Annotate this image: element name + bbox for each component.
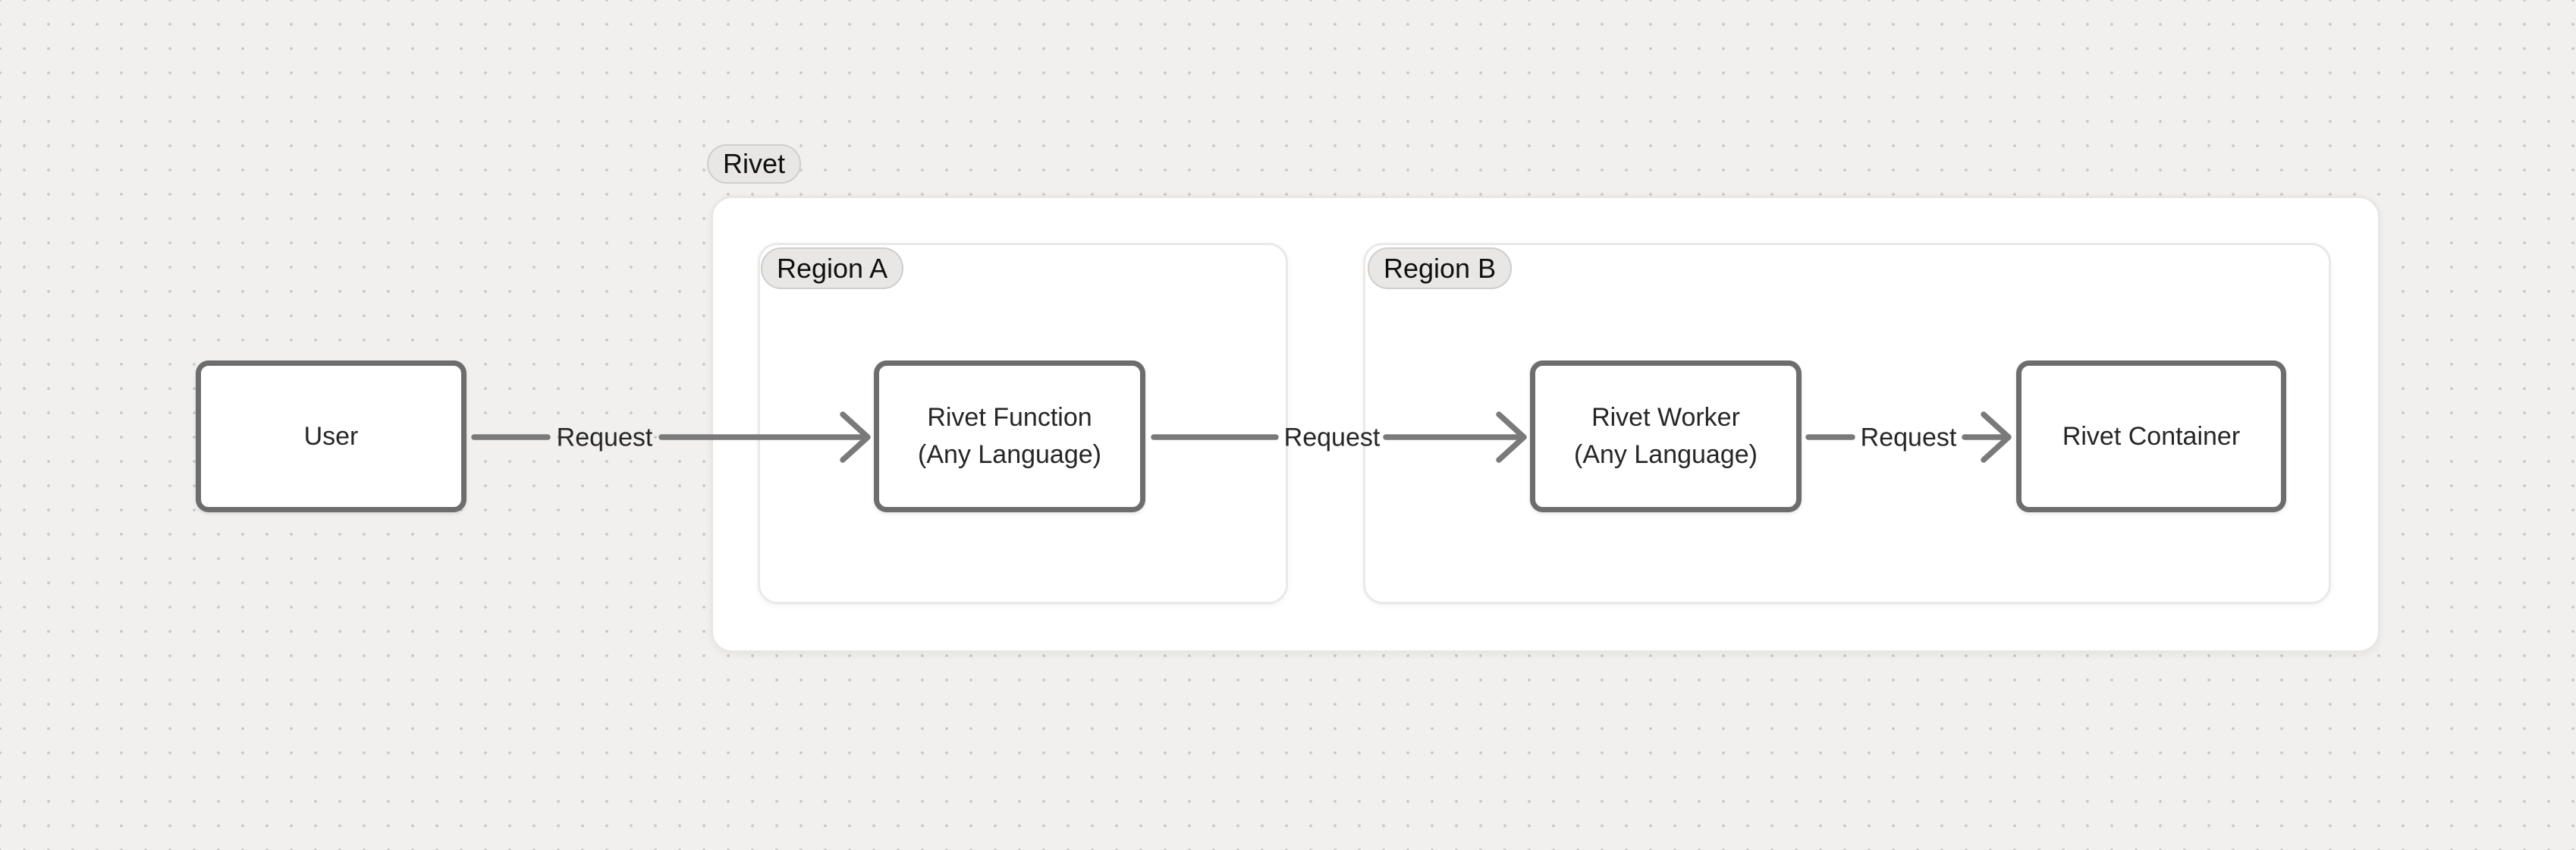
- node-rivet-function-label-line2: (Any Language): [918, 440, 1101, 469]
- node-user: User: [196, 360, 467, 512]
- node-rivet-worker: Rivet Worker (Any Language): [1530, 360, 1802, 512]
- region-b-label: Region B: [1368, 247, 1513, 289]
- rivet-group-label: Rivet: [707, 144, 802, 184]
- node-rivet-container: Rivet Container: [2016, 360, 2286, 512]
- node-user-label: User: [303, 421, 359, 451]
- node-rivet-worker-label-line1: Rivet Worker: [1591, 403, 1740, 432]
- node-rivet-function-label-line1: Rivet Function: [927, 403, 1092, 432]
- edge-label-request-2: Request: [1283, 423, 1381, 452]
- edge-label-request-3: Request: [1860, 423, 1957, 452]
- node-rivet-function: Rivet Function (Any Language): [874, 360, 1145, 512]
- region-a-label: Region A: [761, 247, 904, 289]
- node-rivet-container-label: Rivet Container: [2062, 421, 2241, 451]
- node-rivet-worker-label-line2: (Any Language): [1574, 440, 1758, 469]
- edge-label-request-1: Request: [556, 423, 653, 452]
